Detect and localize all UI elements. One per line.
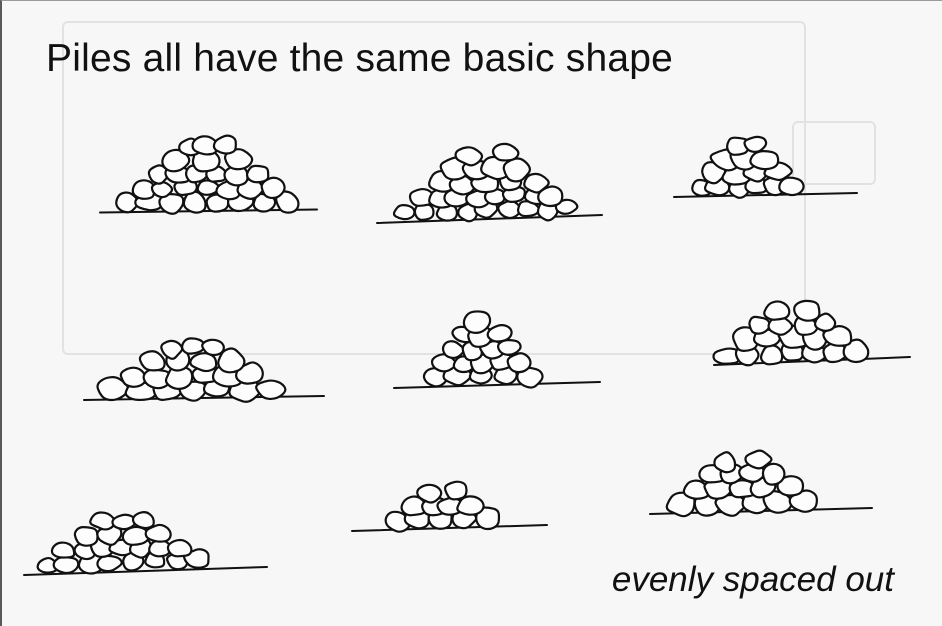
- stone: [144, 523, 172, 543]
- stone: [496, 339, 522, 356]
- stone: [486, 324, 513, 343]
- stone: [181, 337, 206, 355]
- stone: [223, 148, 254, 171]
- stone-pile: [23, 511, 268, 576]
- stone: [443, 480, 468, 501]
- ground-line: [83, 395, 325, 401]
- stone: [776, 475, 805, 497]
- stone: [147, 164, 170, 185]
- stone: [554, 198, 579, 215]
- stone: [454, 146, 484, 167]
- stone: [73, 526, 99, 547]
- stone: [744, 449, 773, 470]
- stone: [115, 191, 140, 214]
- caption-text: evenly spaced out: [611, 560, 894, 599]
- bleed-through-panel-2: [792, 121, 876, 185]
- stone: [160, 339, 184, 360]
- stone: [111, 513, 137, 531]
- stone: [763, 300, 791, 321]
- stone: [158, 193, 185, 215]
- stone: [682, 479, 710, 500]
- stone: [749, 149, 780, 171]
- stone: [131, 511, 155, 530]
- stone-pile: [351, 480, 548, 533]
- stone: [537, 185, 564, 208]
- stone: [217, 347, 246, 374]
- stone: [392, 203, 416, 221]
- stone: [491, 142, 520, 162]
- stone: [793, 299, 821, 322]
- stone-pile: [376, 142, 603, 224]
- stone: [712, 347, 741, 365]
- stone-pile: [673, 135, 858, 199]
- stone: [182, 190, 207, 214]
- stone: [713, 451, 737, 474]
- stone: [516, 366, 544, 389]
- stone: [523, 172, 550, 194]
- page-title: Piles all have the same basic shape: [46, 37, 674, 80]
- stone: [255, 379, 287, 401]
- stone-pile: [649, 449, 873, 518]
- stone: [131, 179, 156, 200]
- stone: [475, 506, 501, 531]
- stone: [506, 352, 532, 374]
- stone: [96, 376, 130, 402]
- stone: [441, 340, 465, 360]
- stone: [191, 135, 220, 156]
- stone: [731, 326, 759, 353]
- stone: [138, 350, 166, 372]
- stone: [150, 181, 174, 199]
- stone: [761, 462, 786, 486]
- stone: [212, 134, 237, 155]
- stone: [748, 315, 771, 335]
- stone: [50, 541, 76, 559]
- ground-line: [376, 214, 603, 224]
- stone: [166, 538, 193, 558]
- stone: [36, 556, 59, 574]
- stone: [119, 366, 147, 388]
- stone-pile: [99, 134, 318, 215]
- bleed-through-panel: [62, 21, 806, 355]
- stone: [201, 338, 225, 357]
- stone-pile: [393, 310, 601, 389]
- stone: [456, 495, 485, 516]
- stone: [52, 556, 80, 575]
- stone: [813, 312, 837, 332]
- stone: [725, 136, 750, 156]
- stone: [759, 344, 784, 366]
- stone-pile: [83, 337, 325, 403]
- stone-pile: [712, 299, 911, 367]
- ground-line: [351, 524, 548, 532]
- stone: [778, 176, 805, 197]
- ground-line: [393, 381, 601, 389]
- stone: [275, 190, 300, 214]
- stone: [502, 157, 531, 183]
- stone: [743, 135, 768, 154]
- stone: [245, 164, 270, 184]
- stone: [842, 338, 870, 364]
- stone: [89, 511, 116, 531]
- stone: [161, 148, 191, 173]
- stone: [462, 310, 492, 334]
- stone: [416, 483, 443, 504]
- stone: [96, 554, 123, 573]
- stone: [260, 176, 286, 200]
